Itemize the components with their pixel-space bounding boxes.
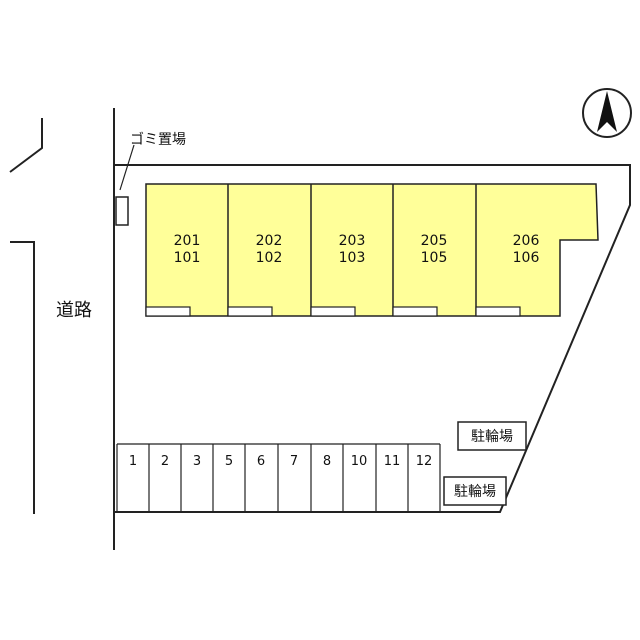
- parking-space-number: 6: [257, 454, 265, 469]
- unit-upper-number: 203: [339, 233, 366, 249]
- unit-upper-number: 205: [421, 233, 448, 249]
- unit-lower-number: 106: [513, 250, 540, 266]
- parking-space-number: 1: [129, 454, 137, 469]
- bicycle-parking-box: [457, 421, 527, 451]
- parking-space-number: 10: [351, 454, 368, 469]
- parking-space-number: 2: [161, 454, 169, 469]
- unit-lower-number: 103: [339, 250, 366, 266]
- unit-upper-number: 206: [513, 233, 540, 249]
- garbage-label: ゴミ置場: [130, 131, 186, 148]
- garbage-area: [115, 196, 129, 226]
- unit-upper-number: 201: [174, 233, 201, 249]
- unit-203-103: 203 103: [339, 233, 366, 266]
- unit-202-102: 202 102: [256, 233, 283, 266]
- bicycle-parking-1: 駐輪場: [457, 421, 527, 451]
- unit-lower-number: 101: [174, 250, 201, 266]
- entrance-strip: [145, 306, 191, 317]
- garbage-leader-line: [119, 144, 135, 191]
- parking-space-number: 7: [290, 454, 298, 469]
- unit-lower-number: 102: [256, 250, 283, 266]
- unit-upper-number: 202: [256, 233, 283, 249]
- unit-201-101: 201 101: [174, 233, 201, 266]
- entrance-strip: [392, 306, 438, 317]
- unit-205-105: 205 105: [421, 233, 448, 266]
- road-lines: [9, 108, 115, 550]
- parking-space-number: 12: [416, 454, 433, 469]
- parking-numbers: 1 2 3 5 6 7 8 10 11 12: [129, 454, 432, 469]
- entrance-strip: [227, 306, 273, 317]
- parking-space-number: 5: [225, 454, 233, 469]
- site-boundary: [113, 164, 631, 513]
- parking-space-number: 8: [323, 454, 331, 469]
- building: 201 101 202 102 203 103 205 105 206 106: [145, 183, 599, 317]
- bicycle-parking-label: 駐輪場: [471, 428, 513, 445]
- bicycle-parking-2: 駐輪場: [443, 476, 507, 506]
- unit-206-106: 206 106: [513, 233, 540, 266]
- parking-area: [116, 443, 441, 512]
- unit-lower-number: 105: [421, 250, 448, 266]
- parking-space-number: 3: [193, 454, 201, 469]
- entrance-strip: [310, 306, 356, 317]
- road-label: 道路: [56, 300, 92, 321]
- entrance-strip: [475, 306, 521, 317]
- parking-space-number: 11: [384, 454, 401, 469]
- north-arrow-icon: [582, 88, 632, 138]
- bicycle-parking-box: [443, 476, 507, 506]
- bicycle-parking-label: 駐輪場: [454, 483, 496, 500]
